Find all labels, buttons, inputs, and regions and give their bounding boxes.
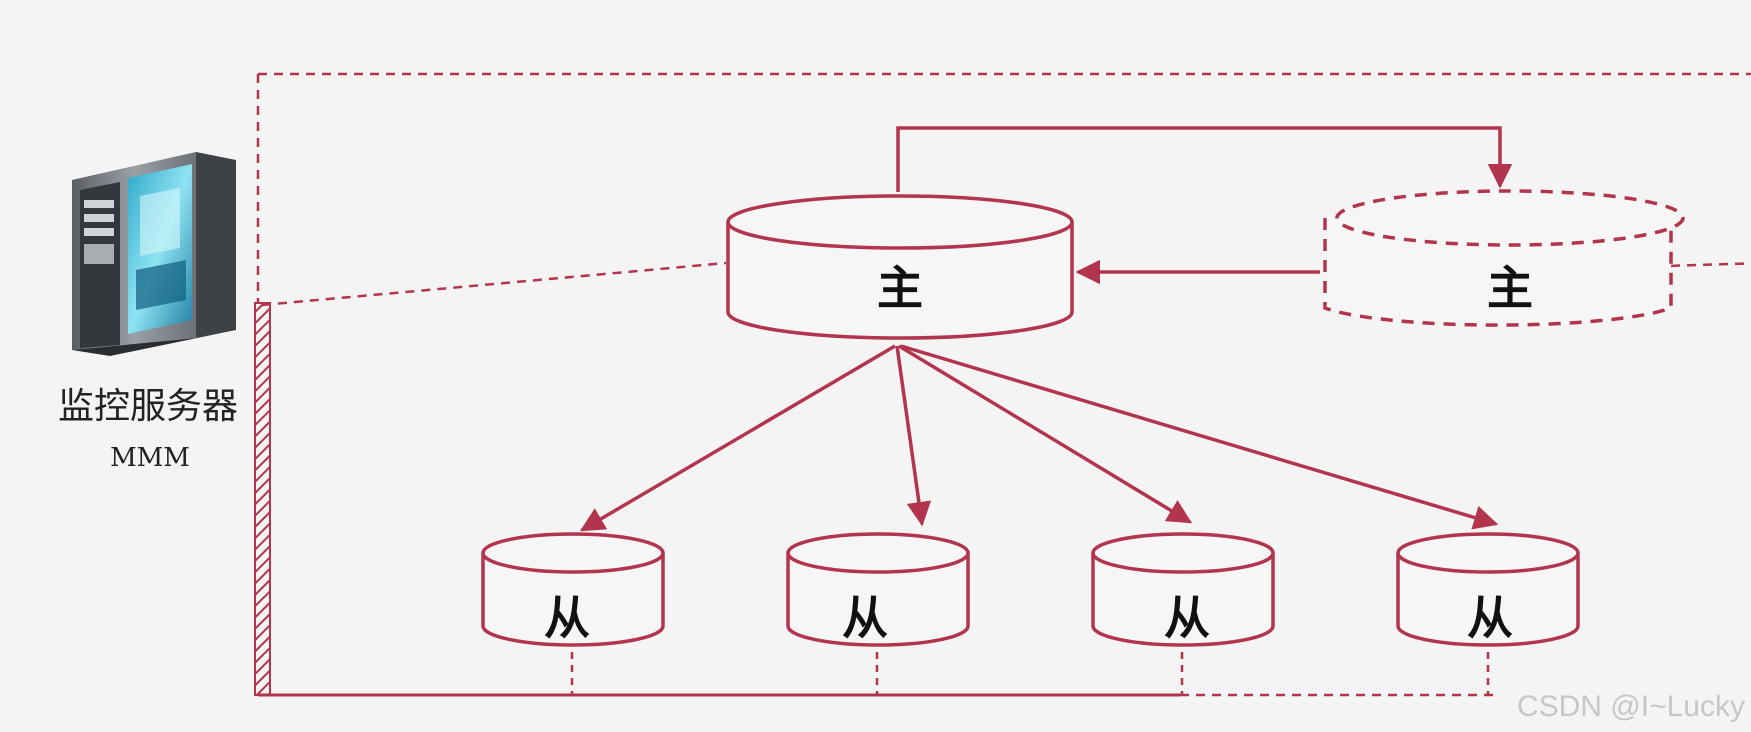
slave-db-2-label: 从 (842, 591, 888, 645)
slave-db-1: 从 (481, 532, 665, 647)
standby-master-db: 主 (1323, 189, 1685, 327)
monitor-to-master-dashed (261, 261, 727, 307)
slave-db-3-label: 从 (1164, 591, 1210, 645)
server-label: 监控服务器 (58, 386, 238, 427)
master-db: 主 (726, 194, 1074, 340)
monitor-link-hatched-bar (254, 302, 271, 696)
monitor-boundary-dashed (258, 72, 1751, 268)
server-sublabel: MMM (110, 443, 190, 473)
server-tower-icon (72, 152, 236, 356)
master-db-label: 主 (877, 261, 923, 315)
slave-db-2: 从 (786, 532, 970, 647)
master-to-slave-3-arrow (898, 344, 1193, 524)
master-to-slave-2-arrow (895, 345, 932, 527)
slave-db-1-label: 从 (544, 591, 590, 645)
slave-db-4: 从 (1396, 532, 1580, 647)
master-to-standby-arrow (896, 126, 1513, 192)
slave-db-4-label: 从 (1467, 591, 1513, 645)
master-to-slave-4-arrow (900, 344, 1499, 530)
standby-master-db-label: 主 (1487, 261, 1533, 315)
watermark: CSDN @I~Lucky (1516, 690, 1745, 723)
master-to-slave-1-arrow (579, 344, 896, 532)
slave-db-3: 从 (1091, 532, 1275, 647)
